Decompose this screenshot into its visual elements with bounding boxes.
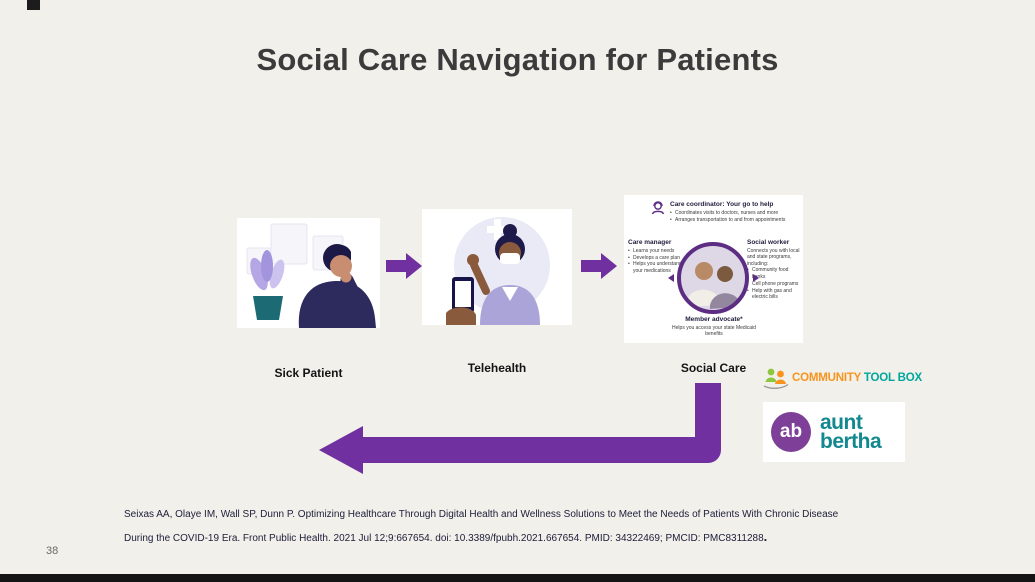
right-arrow-icon (386, 253, 422, 279)
aunt-bertha-word-bertha: bertha (820, 430, 882, 453)
citation: Seixas AA, Olaye IM, Wall SP, Dunn P. Op… (124, 504, 844, 550)
sick-patient-illustration (237, 218, 380, 328)
plant-icon (250, 250, 285, 320)
phone-in-hand-icon (446, 277, 476, 325)
patient-figure (298, 244, 376, 328)
medical-cross-icon (487, 219, 508, 240)
step-label-social-care: Social Care (680, 361, 747, 375)
page-number: 38 (46, 545, 59, 557)
chevron-right-icon (753, 274, 759, 282)
right-arrow-icon (581, 253, 617, 279)
return-arrow-icon (319, 383, 721, 474)
citation-end-period: . (763, 529, 768, 544)
care-coordinator-bullet: Coordinates visits to doctors, nurses an… (670, 210, 798, 217)
social-care-panel: Care coordinator: Your go to help Coordi… (624, 195, 803, 343)
ctb-word-community: COMMUNITY (792, 372, 861, 384)
aunt-bertha-monogram-icon: ab (771, 412, 811, 452)
citation-line-1: Seixas AA, Olaye IM, Wall SP, Dunn P. Op… (124, 509, 839, 520)
care-manager-bullet: Learns your needs (628, 248, 685, 255)
social-worker-intro: Connects you with local and state progra… (747, 247, 800, 267)
bottom-accent-bar (0, 574, 1035, 582)
step-label-sick-patient: Sick Patient (274, 366, 343, 380)
ctb-word-toolbox: TOOL BOX (863, 372, 922, 384)
care-coordinator-bullet: Arranges transportation to and from appo… (670, 217, 798, 224)
social-worker-title: Social worker (747, 239, 790, 246)
community-tool-box-people-icon (763, 368, 789, 389)
aunt-bertha-word-aunt: aunt (820, 410, 863, 434)
social-worker-block: Social worker Connects you with local an… (747, 239, 800, 301)
step-label-telehealth: Telehealth (467, 361, 527, 375)
care-coordinator-block: Care coordinator: Your go to help Coordi… (670, 201, 798, 223)
member-advocate-title: Member advocate* (685, 316, 743, 323)
telehealth-image (422, 209, 572, 325)
chevron-left-icon (668, 274, 674, 282)
slide-title: Social Care Navigation for Patients (256, 42, 779, 77)
care-manager-block: Care manager Learns your needs Develops … (628, 239, 685, 275)
social-worker-bullet: Help with gas and electric bills (747, 288, 800, 302)
care-coordinator-title: Care coordinator: Your go to help (670, 201, 774, 208)
care-manager-title: Care manager (628, 239, 672, 246)
telehealth-illustration (422, 209, 572, 325)
aunt-bertha-logo: ab aunt bertha (763, 402, 905, 462)
sick-patient-image (237, 218, 380, 328)
member-advocate-block: Member advocate* Helps you access your s… (664, 316, 764, 338)
care-coordinator-icon (651, 201, 665, 215)
member-advocate-text: Helps you access your state Medicaid ben… (672, 324, 756, 338)
doctor-figure (467, 224, 540, 325)
care-manager-bullet: Develops a care plan (628, 255, 685, 262)
caregiver-photo-circle (677, 242, 749, 314)
care-manager-bullet: Helps you understand your medications (628, 261, 685, 275)
top-left-accent-bar (27, 0, 40, 10)
citation-line-2: During the COVID-19 Era. Front Public He… (124, 529, 768, 544)
community-tool-box-logo: COMMUNITY TOOL BOX (763, 366, 922, 390)
